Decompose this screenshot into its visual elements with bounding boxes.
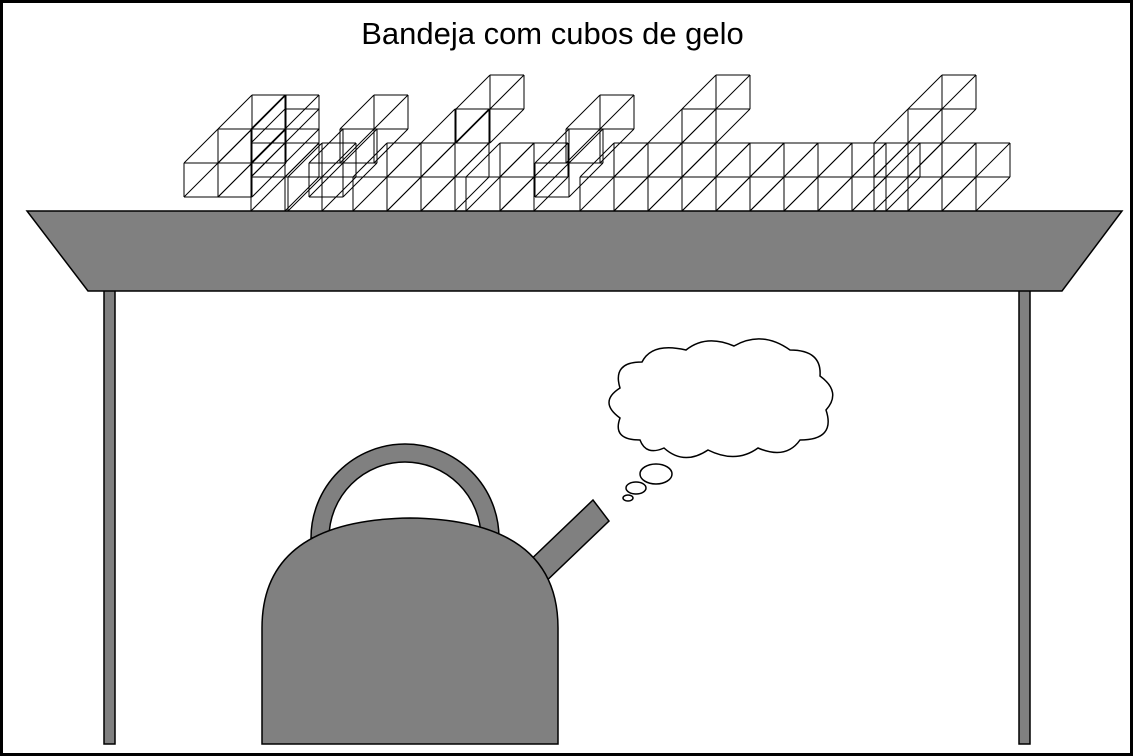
- ice-cubes: [183, 74, 1011, 212]
- diagram-title: Bandeja com cubos de gelo: [361, 16, 744, 51]
- left-leg: [103, 289, 116, 745]
- right-leg: [1018, 289, 1031, 745]
- kettle-body: [261, 517, 559, 745]
- steam-bubble-small: [622, 494, 634, 502]
- steam-bubble-large: [639, 463, 673, 485]
- ice-tray: [25, 210, 1124, 292]
- steam-cloud: [608, 338, 834, 459]
- steam-bubble-medium: [625, 481, 647, 495]
